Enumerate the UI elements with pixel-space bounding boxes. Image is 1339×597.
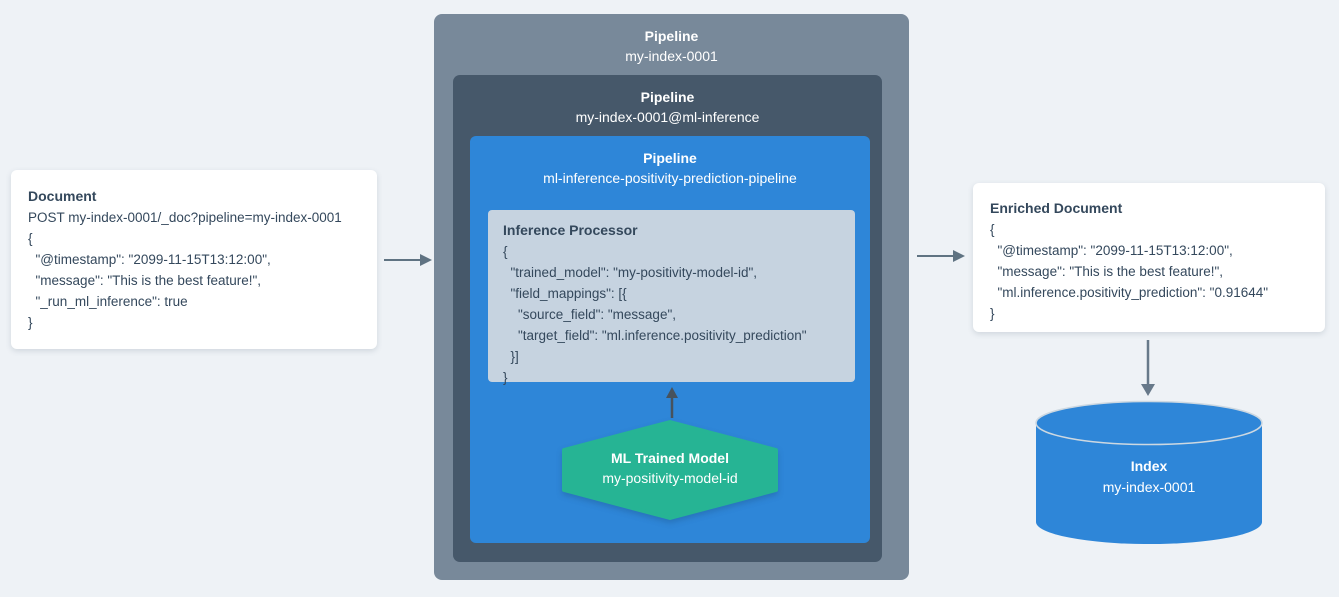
pipeline-box-ml-inference-header: Pipeline my-index-0001@ml-inference (453, 75, 882, 128)
pipeline-box-outer: Pipeline my-index-0001 Pipeline my-index… (434, 14, 909, 580)
enriched-document-card: Enriched Document { "@timestamp": "2099-… (973, 183, 1325, 332)
inference-processor-title: Inference Processor (503, 222, 638, 238)
enriched-document-code: { "@timestamp": "2099-11-15T13:12:00", "… (990, 222, 1269, 321)
ml-trained-model-node: ML Trained Model my-positivity-model-id (558, 420, 782, 520)
document-card-code: POST my-index-0001/_doc?pipeline=my-inde… (28, 210, 342, 330)
index-name: my-index-0001 (1102, 479, 1196, 495)
index-node: Index my-index-0001 (1035, 400, 1263, 545)
index-title: Index (1130, 458, 1168, 474)
pipeline-name: my-index-0001 (625, 48, 718, 64)
pipeline-name: ml-inference-positivity-prediction-pipel… (543, 170, 797, 186)
inference-processor-code: { "trained_model": "my-positivity-model-… (503, 244, 807, 385)
pipeline-box-outer-header: Pipeline my-index-0001 (434, 14, 909, 67)
ml-trained-model-label: ML Trained Model my-positivity-model-id (558, 448, 782, 489)
document-card: Document POST my-index-0001/_doc?pipelin… (11, 170, 377, 349)
pipeline-label: Pipeline (644, 28, 699, 44)
arrow-document-to-pipeline (384, 254, 432, 266)
pipeline-box-ml-inference: Pipeline my-index-0001@ml-inference Pipe… (453, 75, 882, 562)
hexagon-shape-icon (562, 420, 778, 520)
database-cylinder-icon (1035, 400, 1263, 544)
pipeline-label: Pipeline (640, 89, 695, 105)
ml-trained-model-name: my-positivity-model-id (602, 470, 738, 486)
arrow-pipeline-to-enriched (917, 250, 965, 262)
inference-processor-block: Inference Processor { "trained_model": "… (488, 210, 855, 385)
enriched-document-title: Enriched Document (990, 200, 1123, 216)
pipeline-box-positivity-header: Pipeline ml-inference-positivity-predict… (470, 136, 870, 189)
pipeline-label: Pipeline (643, 150, 697, 166)
index-label: Index my-index-0001 (1035, 456, 1263, 498)
pipeline-box-positivity-prediction: Pipeline ml-inference-positivity-predict… (470, 136, 870, 543)
arrow-model-to-processor (666, 387, 678, 418)
document-card-title: Document (28, 188, 97, 204)
ml-trained-model-title: ML Trained Model (611, 450, 729, 466)
arrow-enriched-to-index (1141, 340, 1155, 396)
pipeline-name: my-index-0001@ml-inference (575, 109, 760, 125)
